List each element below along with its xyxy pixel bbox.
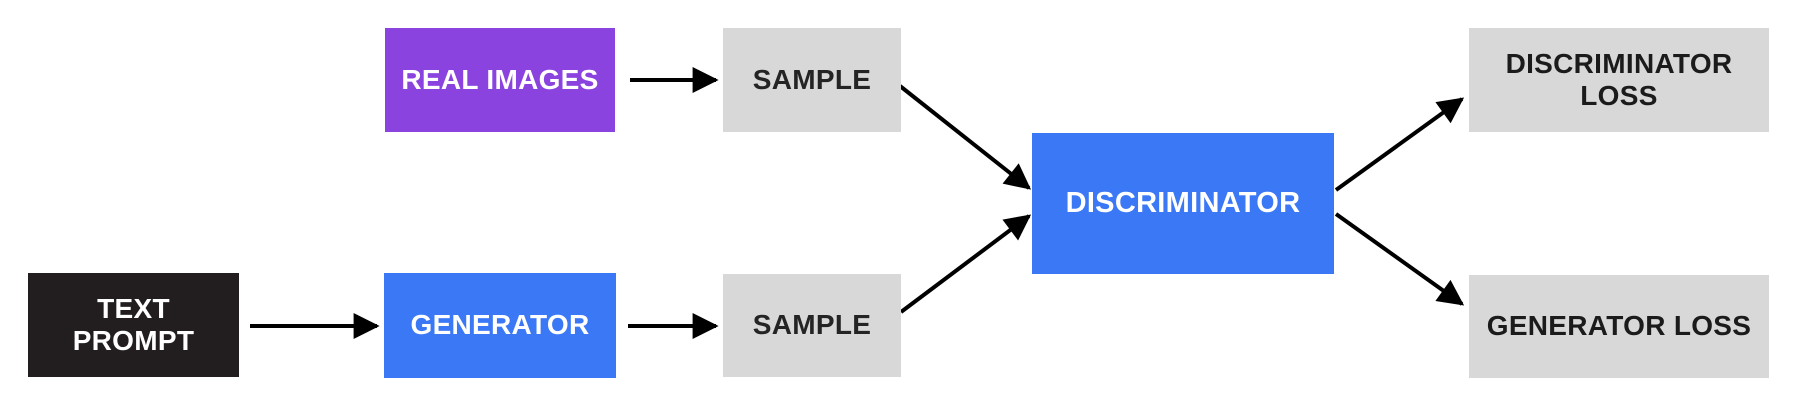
node-generator-loss-label: GENERATOR LOSS bbox=[1486, 310, 1752, 342]
node-sample-generated: SAMPLE bbox=[723, 274, 901, 377]
node-sample-generated-label: SAMPLE bbox=[752, 309, 872, 341]
arrow-discriminator-to-discriminator-loss bbox=[1334, 97, 1465, 192]
node-generator-label: GENERATOR bbox=[410, 309, 590, 341]
arrow-sample-real-to-discriminator bbox=[898, 84, 1032, 190]
node-generator-loss: GENERATOR LOSS bbox=[1469, 275, 1769, 378]
node-discriminator-label: DISCRIMINATOR bbox=[1065, 186, 1301, 219]
arrow-sample-generated-to-discriminator bbox=[899, 214, 1032, 314]
arrow-discriminator-to-generator-loss bbox=[1334, 212, 1465, 306]
node-text-prompt: TEXT PROMPT bbox=[28, 273, 239, 377]
node-generator: GENERATOR bbox=[384, 273, 616, 378]
node-text-prompt-label: TEXT PROMPT bbox=[72, 292, 195, 356]
node-discriminator-loss: DISCRIMINATOR LOSS bbox=[1469, 28, 1769, 132]
node-real-images-label: REAL IMAGES bbox=[401, 63, 599, 95]
node-real-images: REAL IMAGES bbox=[385, 28, 615, 132]
node-discriminator-loss-label: DISCRIMINATOR LOSS bbox=[1505, 47, 1733, 111]
node-sample-real: SAMPLE bbox=[723, 28, 901, 132]
node-discriminator: DISCRIMINATOR bbox=[1032, 133, 1334, 274]
node-sample-real-label: SAMPLE bbox=[752, 63, 872, 95]
